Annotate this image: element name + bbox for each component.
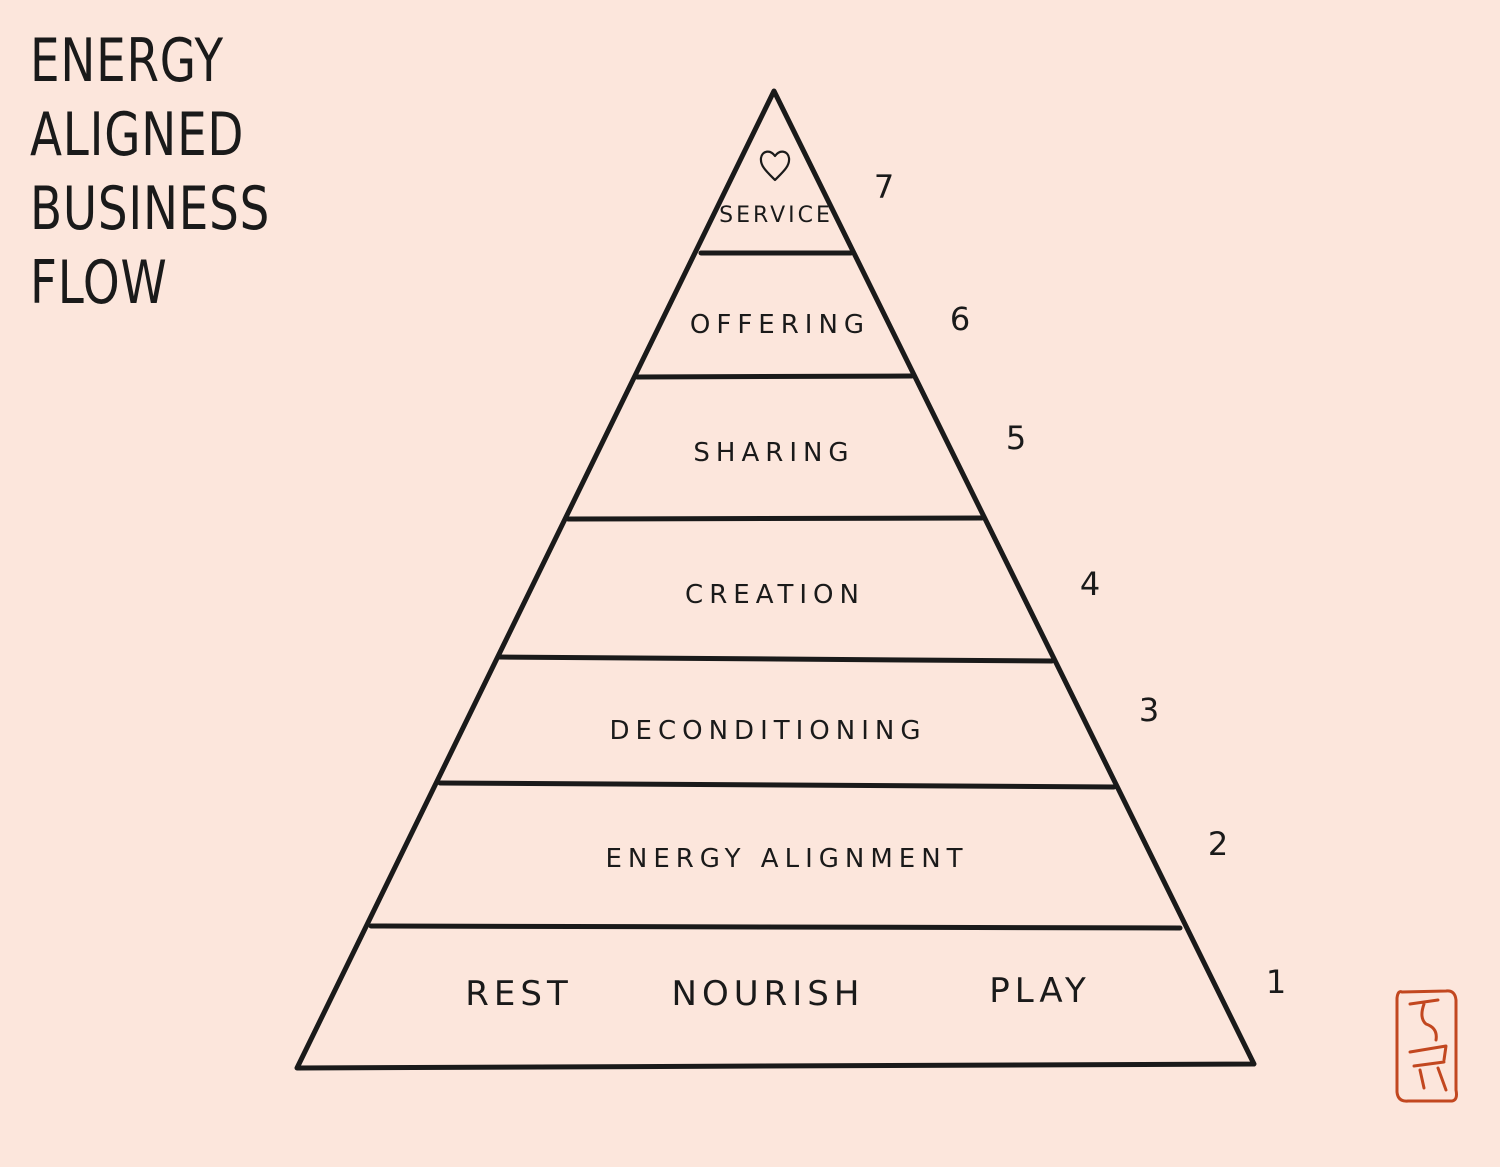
level-divider [565, 515, 985, 522]
title-line: BUSINESS [30, 174, 271, 244]
title-line: ALIGNED [30, 100, 245, 170]
level-4-number: 4 [1080, 565, 1100, 603]
heart-icon [759, 150, 791, 182]
diagram-title: ENERGY ALIGNED BUSINESS FLOW [30, 24, 270, 320]
level-divider [368, 923, 1183, 931]
signature-seal [1395, 989, 1458, 1103]
level-divider [634, 373, 915, 380]
level-1-number: 1 [1266, 963, 1286, 1001]
level-1-label: PLAY [989, 971, 1091, 1011]
level-7-label: SERVICE [719, 203, 833, 228]
title-line: FLOW [30, 248, 168, 318]
level-6-label: OFFERING [690, 310, 870, 340]
level-3-number: 3 [1139, 691, 1159, 729]
level-divider [437, 780, 1117, 790]
pyramid-outline [294, 88, 1257, 1071]
level-5-label: SHARING [693, 438, 854, 468]
level-6-number: 6 [950, 300, 970, 338]
level-2-label: ENERGY ALIGNMENT [605, 844, 968, 874]
level-7-number: 7 [874, 168, 894, 206]
level-3-label: DECONDITIONING [610, 716, 927, 746]
level-1-label: NOURISH [672, 974, 865, 1014]
level-5-number: 5 [1006, 419, 1026, 457]
title-line: ENERGY [30, 26, 224, 96]
level-2-number: 2 [1208, 825, 1228, 863]
level-1-label: REST [465, 974, 572, 1014]
level-4-label: CREATION [685, 580, 865, 610]
level-divider [496, 654, 1055, 664]
